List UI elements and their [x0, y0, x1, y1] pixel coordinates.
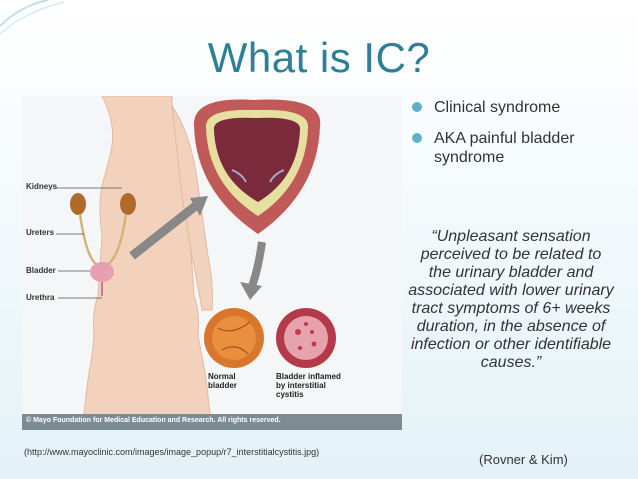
arrow-to-views: [248, 241, 266, 288]
quote-citation: (Rovner & Kim): [479, 452, 568, 467]
bladder-small: [90, 262, 114, 282]
ic-illustration: Kidneys Ureters Bladder Urethra Normal b…: [22, 96, 402, 430]
arrow-to-bladder: [129, 200, 201, 260]
bullet-dot-icon: [412, 102, 422, 112]
bullet-item: Clinical syndrome: [410, 98, 620, 117]
bullet-text: AKA painful bladder syndrome: [434, 130, 575, 166]
bladder-large-inner: [213, 117, 301, 202]
kidney-left: [70, 193, 86, 215]
label-ureters: Ureters: [26, 228, 55, 237]
corner-swirl-decoration: [0, 0, 65, 35]
ureter-left: [78, 213, 97, 265]
bullet-item: AKA painful bladder syndrome: [410, 129, 620, 167]
caption-normal-bladder: Normal bladder: [208, 372, 237, 390]
label-bladder: Bladder: [26, 266, 56, 275]
image-source-url: (http://www.mayoclinic.com/images/image_…: [24, 447, 320, 457]
bullet-text: Clinical syndrome: [434, 99, 561, 116]
label-urethra: Urethra: [26, 293, 55, 302]
ureter-right: [107, 213, 128, 266]
bullet-dot-icon: [412, 133, 422, 143]
copyright-notice: © Mayo Foundation for Medical Education …: [26, 417, 281, 424]
anatomy-figure: [22, 96, 402, 430]
caption-inflamed-bladder: Bladder inflamed by interstitial cystiti…: [276, 372, 341, 399]
bullet-list: Clinical syndrome AKA painful bladder sy…: [410, 98, 620, 179]
label-kidneys: Kidneys: [26, 182, 58, 191]
slide-title: What is IC?: [207, 34, 431, 81]
definition-quote: “Unpleasant sensation perceived to be re…: [408, 228, 614, 371]
kidney-right: [120, 193, 136, 215]
